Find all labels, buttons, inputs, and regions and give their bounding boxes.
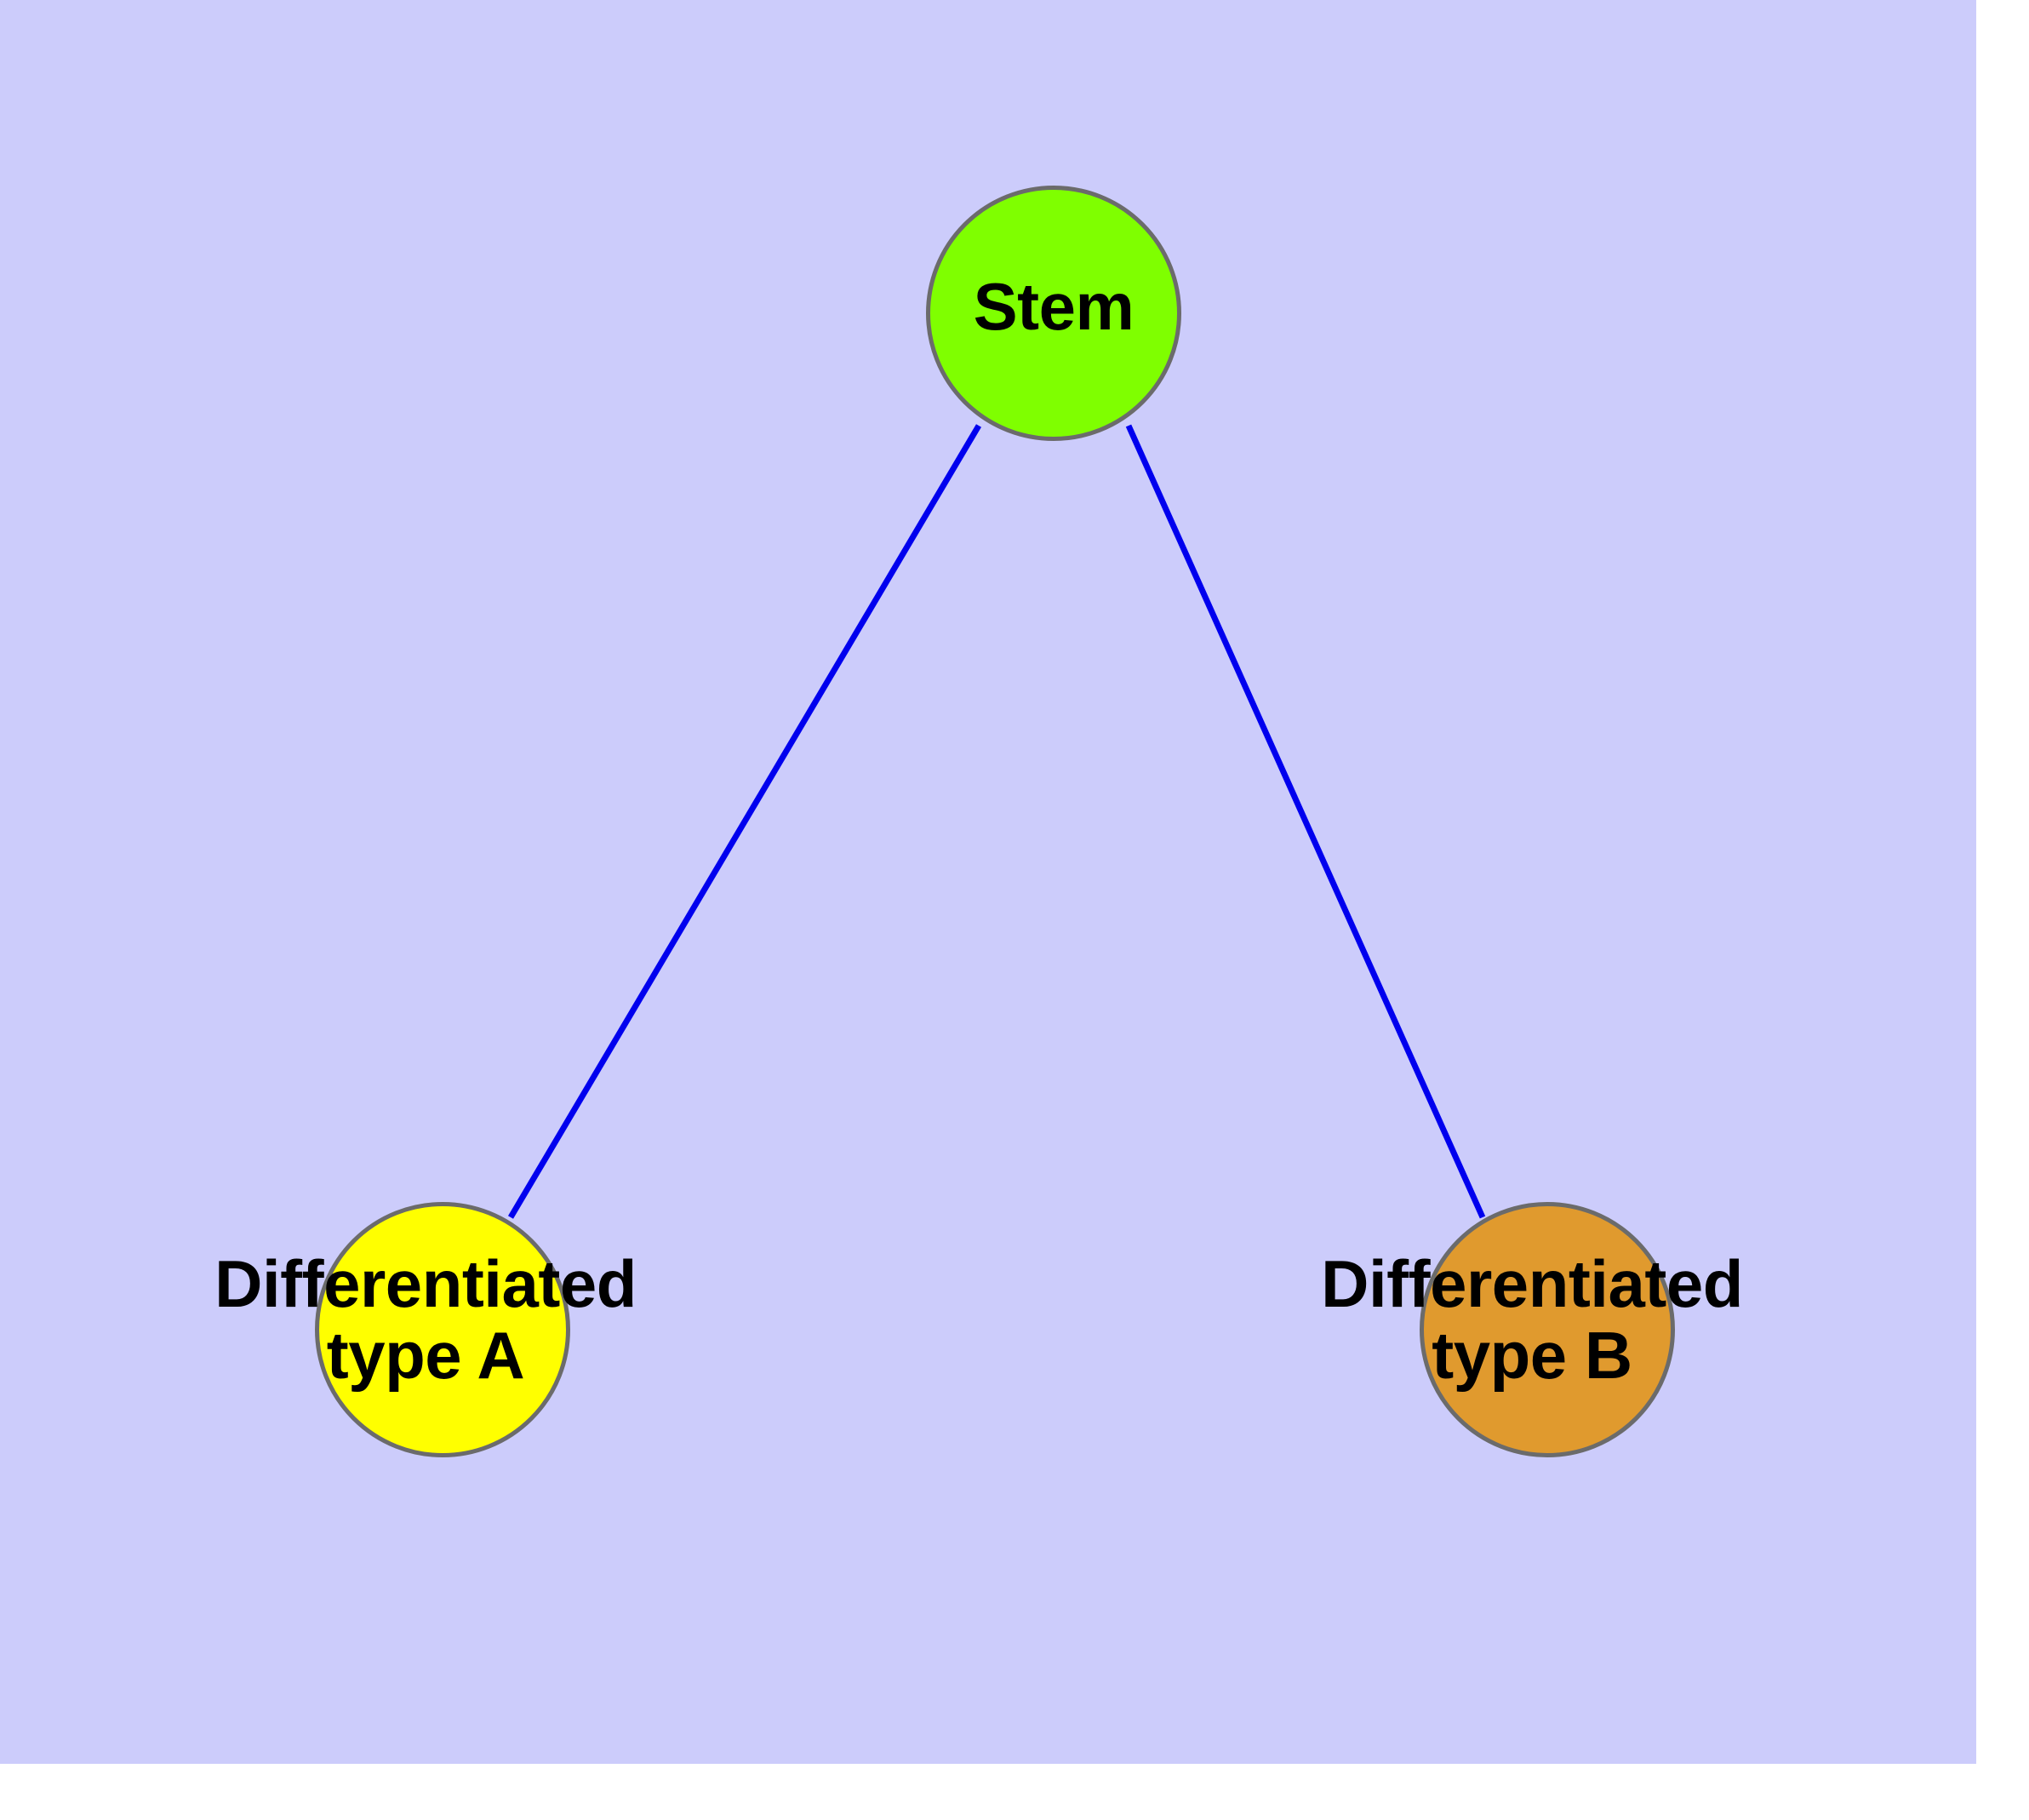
edge-stem-to-differentiated-type-b — [1125, 424, 1486, 1219]
node-differentiated-type-a[interactable] — [315, 1202, 570, 1457]
node-label-differentiated-type-a: Differentiated type A — [214, 1246, 637, 1394]
node-label-differentiated-type-b: Differentiated type B — [1321, 1246, 1743, 1394]
node-label-stem: Stem — [973, 269, 1135, 344]
node-differentiated-type-b[interactable] — [1420, 1202, 1675, 1457]
node-stem[interactable] — [926, 186, 1181, 441]
edge-stem-to-differentiated-type-a — [507, 424, 982, 1219]
